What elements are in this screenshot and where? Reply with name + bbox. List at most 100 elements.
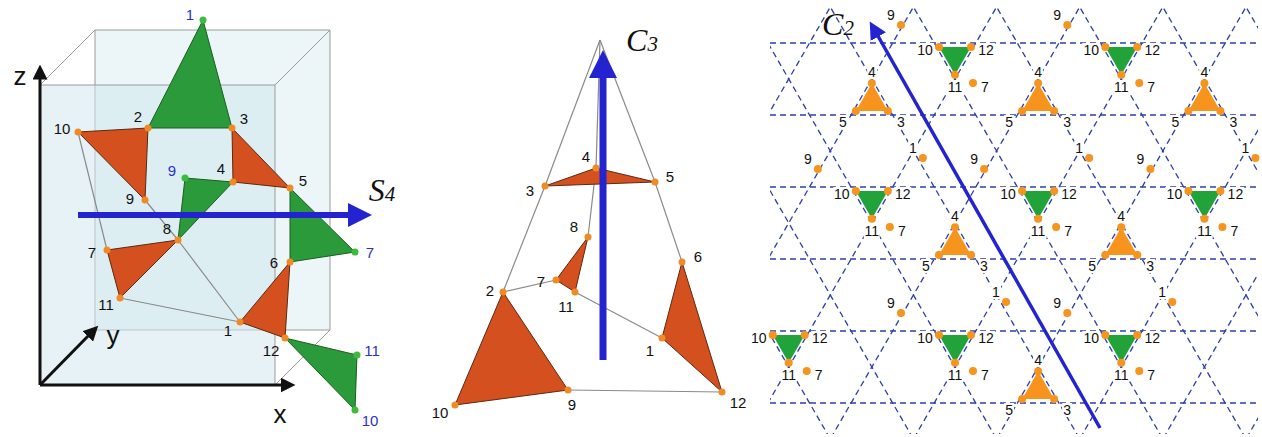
site-dot	[1251, 154, 1259, 162]
site-number: 11	[780, 368, 797, 382]
orange-triangle	[556, 237, 588, 292]
symmetry-label: C3	[626, 24, 658, 56]
site-number: 1	[1241, 141, 1251, 155]
site-dot	[884, 187, 892, 195]
lattice-line	[1164, 6, 1258, 434]
box-edge	[275, 30, 330, 85]
green-triangle	[285, 338, 357, 410]
site-number: 3	[526, 183, 534, 198]
site-dot	[1184, 107, 1192, 115]
site-number: 8	[163, 221, 171, 236]
site-number: 9	[803, 152, 813, 166]
site-dot	[1050, 187, 1058, 195]
green-triangle	[290, 188, 355, 262]
lattice-triangle	[856, 83, 888, 111]
site-dot	[935, 43, 943, 51]
site-dot	[785, 359, 793, 367]
site-dot	[868, 215, 876, 223]
site-number: 7	[1146, 80, 1156, 94]
site-dot	[1117, 223, 1125, 231]
site-dot	[951, 359, 959, 367]
site-dot	[935, 331, 943, 339]
site-dot	[1034, 367, 1042, 375]
orange-triangle	[78, 128, 148, 200]
site-number: 6	[270, 255, 278, 270]
site-dot	[951, 71, 959, 79]
lattice-triangle	[1022, 83, 1054, 111]
lattice-line	[770, 6, 829, 434]
cube-panel	[40, 17, 361, 414]
site-number: 1	[224, 323, 232, 338]
site-dot	[967, 331, 975, 339]
site-dot	[897, 21, 905, 29]
site-number: 1	[1157, 285, 1167, 299]
site-number: 9	[969, 152, 979, 166]
site-dot	[1018, 107, 1026, 115]
site-dot	[1117, 71, 1125, 79]
site-dot	[1117, 359, 1125, 367]
site-number: 4	[950, 209, 960, 223]
lattice-line	[770, 6, 834, 434]
site-number: 5	[666, 169, 674, 184]
bond-line	[145, 200, 178, 240]
site-number: 11	[364, 343, 380, 358]
site-dot	[967, 251, 975, 259]
site-number: 1	[186, 7, 194, 22]
lattice-line	[1076, 6, 1258, 434]
site-dot	[967, 43, 975, 51]
site-dots	[452, 165, 726, 409]
bond-line	[120, 298, 240, 322]
site-dot	[884, 107, 892, 115]
site-number: 12	[1143, 43, 1161, 57]
site-number: 4	[582, 149, 590, 164]
site-number: 11	[864, 224, 881, 238]
site-number: 10	[1166, 187, 1184, 201]
box-edge	[40, 30, 95, 85]
orange-triangle	[232, 128, 290, 188]
orange-triangle	[107, 240, 178, 298]
green-triangle	[178, 178, 233, 240]
site-number: 3	[1062, 403, 1072, 417]
site-number: 7	[537, 274, 545, 289]
site-number: 2	[134, 109, 142, 124]
site-dot	[1018, 187, 1026, 195]
site-dot	[868, 79, 876, 87]
site-number: 9	[1052, 8, 1062, 22]
site-dot	[814, 165, 822, 173]
site-number: 7	[897, 224, 907, 238]
site-dot	[1135, 367, 1143, 375]
lattice-triangle	[1188, 83, 1220, 111]
site-number: 11	[98, 297, 114, 312]
lattice-triangles	[773, 47, 1221, 399]
site-dot	[769, 331, 777, 339]
lattice-triangle	[1105, 227, 1137, 255]
site-dot	[1216, 107, 1224, 115]
site-dot	[1135, 79, 1143, 87]
site-number: 5	[921, 259, 931, 273]
lattice-triangle	[1022, 371, 1054, 399]
site-dot	[1052, 223, 1060, 231]
site-number: 11	[947, 368, 964, 382]
site-number: 7	[1146, 368, 1156, 382]
site-number: 2	[486, 283, 494, 298]
site-dot	[1101, 43, 1109, 51]
lattice-triangle	[1022, 191, 1054, 219]
site-dot	[969, 367, 977, 375]
lattice-line	[831, 6, 1083, 434]
site-dot	[1050, 107, 1058, 115]
orange-triangle	[662, 262, 722, 392]
lattice-lines	[770, 6, 1258, 434]
site-number: 10	[916, 43, 934, 57]
site-dot	[1184, 187, 1192, 195]
lattice-line	[1242, 6, 1258, 434]
site-number: 1	[908, 141, 918, 155]
site-dot	[1034, 79, 1042, 87]
site-number: 7	[366, 245, 374, 260]
site-dot	[1146, 165, 1154, 173]
site-number: 4	[1033, 353, 1043, 367]
green-triangle	[148, 20, 232, 128]
site-number: 10	[362, 413, 379, 428]
site-number: 9	[1052, 296, 1062, 310]
lattice-line	[770, 6, 912, 434]
